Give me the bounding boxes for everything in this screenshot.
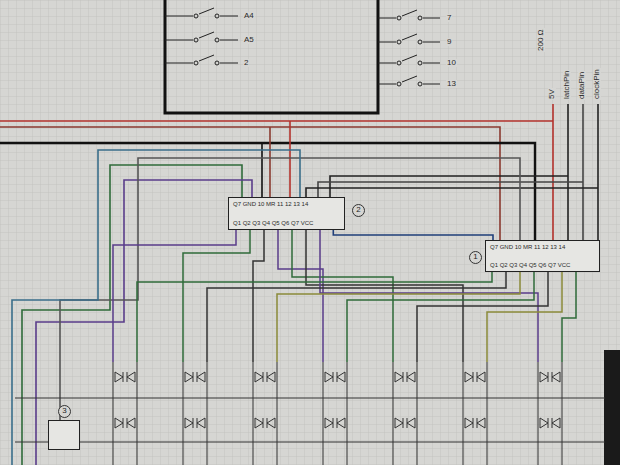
callout-number: 1 bbox=[469, 251, 482, 264]
shift-register-chip: 2Q7 GND 10 MR 11 12 13 14Q1 Q2 Q3 Q4 Q5 … bbox=[228, 197, 345, 230]
pin-row: Q7 GND 10 MR 11 12 13 14 bbox=[490, 244, 595, 250]
callout-number: 2 bbox=[352, 204, 365, 217]
pin-label: latchPin bbox=[563, 70, 571, 100]
pin-label: 200 Ω bbox=[537, 28, 545, 52]
pin-row: Q7 GND 10 MR 11 12 13 14 bbox=[233, 201, 340, 207]
pin-label: 5V bbox=[548, 88, 556, 100]
pin-label: clockPin bbox=[593, 68, 601, 100]
pin-label: 13 bbox=[446, 80, 457, 88]
pin-label: dataPin bbox=[578, 71, 586, 100]
pin-label: A4 bbox=[243, 12, 255, 20]
pin-label: 7 bbox=[446, 14, 452, 22]
pin-label: 10 bbox=[446, 59, 457, 67]
pin-row: Q1 Q2 Q3 Q4 Q5 Q6 Q7 VCC bbox=[233, 220, 340, 226]
pin-row: Q1 Q2 Q3 Q4 Q5 Q6 Q7 VCC bbox=[490, 262, 595, 268]
component-box: 3 bbox=[48, 420, 80, 450]
pin-label: 2 bbox=[243, 59, 249, 67]
serial-wire bbox=[333, 230, 493, 240]
shift-register-chip: 1Q7 GND 10 MR 11 12 13 14Q1 Q2 Q3 Q4 Q5 … bbox=[485, 240, 600, 272]
pin-label: A5 bbox=[243, 36, 255, 44]
pin-label: 9 bbox=[446, 38, 452, 46]
callout-number: 3 bbox=[58, 405, 71, 418]
